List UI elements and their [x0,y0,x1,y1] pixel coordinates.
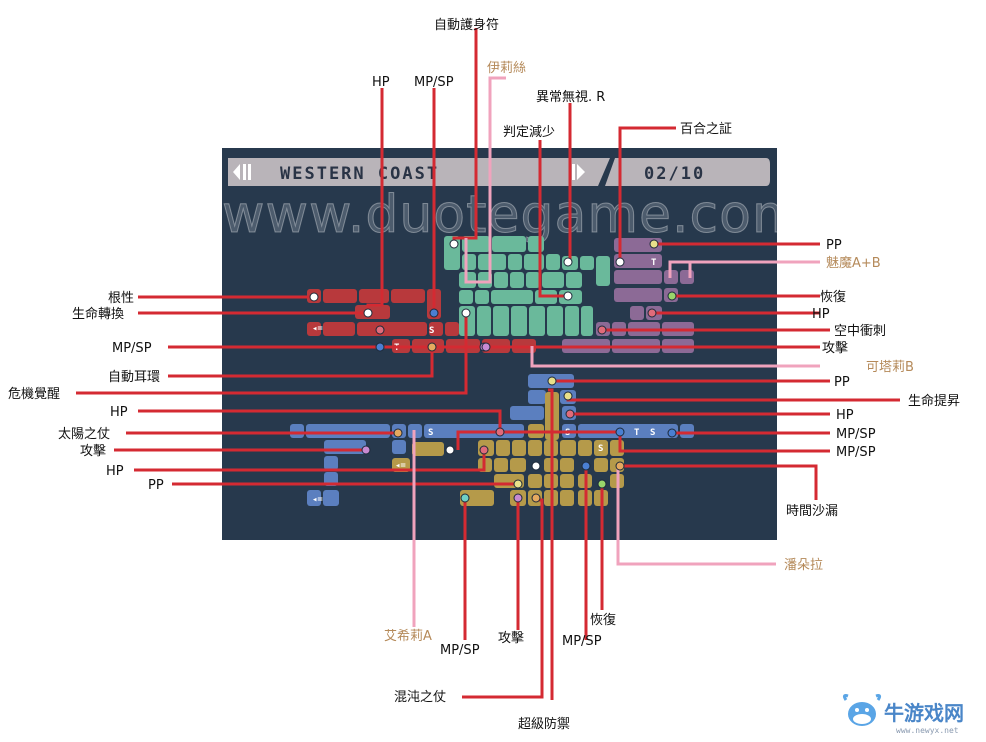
label-hp-r1: HP [812,307,830,322]
logo-name: 牛游戏网 [884,701,964,725]
label-hp-l2: HP [110,405,128,420]
label-attack-l: 攻擊 [80,443,106,459]
label-mpsp-b2: MP/SP [562,634,602,649]
callout-lines [76,28,900,700]
label-uncommon-r: 異常無視. R [536,90,605,105]
label-mpsp-r2: MP/SP [836,445,876,460]
label-hp-top: HP [372,75,390,90]
label-mpsp-r1: MP/SP [836,427,876,442]
label-hp-l3: HP [106,464,124,479]
prev-arrow-icon[interactable] [233,164,240,180]
label-sun-staff: 太陽之仗 [58,427,110,442]
site-logo: 牛游戏网 www.newyx.net [842,694,964,735]
label-life-up: 生命提昇 [908,393,960,409]
label-attack-b: 攻擊 [498,630,524,646]
next-arrow-icon[interactable] [577,164,585,180]
label-attack-r1: 攻擊 [822,340,848,356]
label-life-convert: 生命轉換 [72,306,124,322]
logo-url: www.newyx.net [896,726,959,735]
svg-text:S: S [428,428,433,438]
label-katarina-b: 可塔莉B [866,360,914,375]
label-pandora: 潘朵拉 [784,558,823,573]
label-air-dash: 空中衝刺 [834,324,886,339]
label-hp-r2: HP [836,408,854,423]
label-pp-l: PP [148,478,164,493]
label-lily-proof: 百合之証 [680,122,732,137]
label-auto-earring: 自動耳環 [108,370,160,385]
label-mpsp-top: MP/SP [414,75,454,90]
label-pp-1: PP [826,238,842,253]
area-name: WESTERN COAST [280,164,439,184]
label-time-hourglass: 時間沙漏 [786,503,838,519]
svg-text:T: T [634,428,640,438]
label-crisis-awake: 危機覺醒 [8,387,60,402]
label-chaos-staff: 混沌之仗 [394,690,446,705]
label-mpsp-b1: MP/SP [440,643,480,658]
callout-labels: 自動護身符 HP MP/SP 伊莉絲 異常無視. R 判定減少 百合之証 PP … [8,17,960,732]
label-ashley-a: 艾希莉A [384,629,432,644]
label-recover-1: 恢復 [820,289,846,305]
label-mpsp-l1: MP/SP [112,341,152,356]
label-pp-2: PP [834,375,850,390]
area-header: WESTERN COAST 02/10 [228,158,770,186]
svg-text:S: S [650,428,655,438]
label-charm-ab: 魅魔A+B [826,256,881,271]
svg-text:◂=: ◂= [312,495,323,505]
svg-text:◂=: ◂= [395,461,406,471]
svg-text:S: S [429,326,434,336]
svg-text:◂=: ◂= [312,324,323,334]
label-judge-down: 判定減少 [503,124,555,140]
label-recover-b: 恢復 [590,612,616,628]
item-nodes[interactable] [309,239,677,503]
label-guts: 根性 [108,291,134,306]
area-progress: 02/10 [644,164,705,184]
watermark: www.duotegame.com [222,185,804,245]
cow-mascot-icon [842,694,882,726]
label-auto-amulet: 自動護身符 [434,17,499,33]
svg-text:T: T [651,258,657,268]
teal-region [444,236,610,336]
label-super-defense: 超級防禦 [518,716,570,732]
svg-text:S: S [598,444,603,454]
label-iris: 伊莉絲 [487,61,526,76]
